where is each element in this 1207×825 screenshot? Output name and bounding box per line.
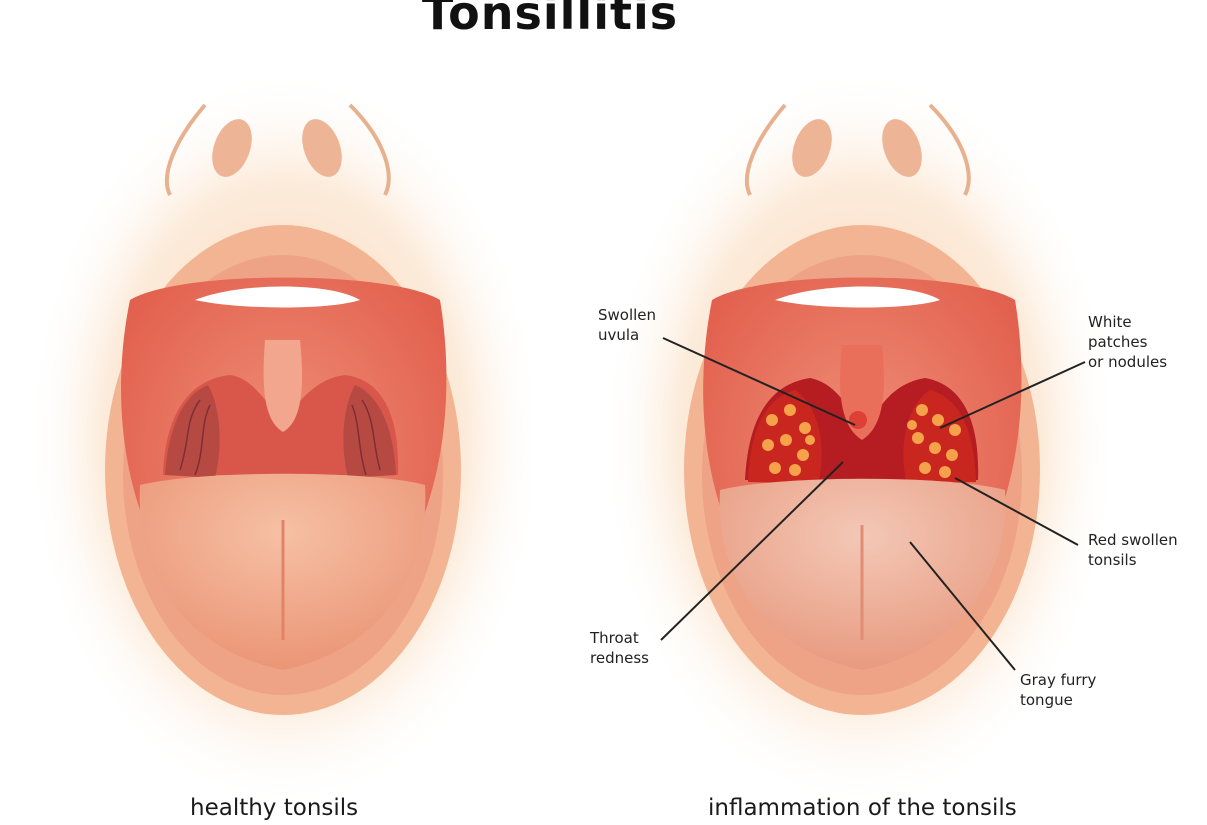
label-red-tonsils: Red swollen tonsils: [1088, 530, 1178, 570]
caption-inflamed: inflammation of the tonsils: [708, 795, 1017, 821]
label-throat-redness: Throat redness: [590, 628, 649, 668]
caption-healthy: healthy tonsils: [190, 795, 358, 821]
healthy-mouth: [25, 70, 545, 810]
label-gray-tongue: Gray furry tongue: [1020, 670, 1096, 710]
label-white-patches: White patches or nodules: [1088, 312, 1167, 372]
label-swollen-uvula: Swollen uvula: [598, 305, 656, 345]
